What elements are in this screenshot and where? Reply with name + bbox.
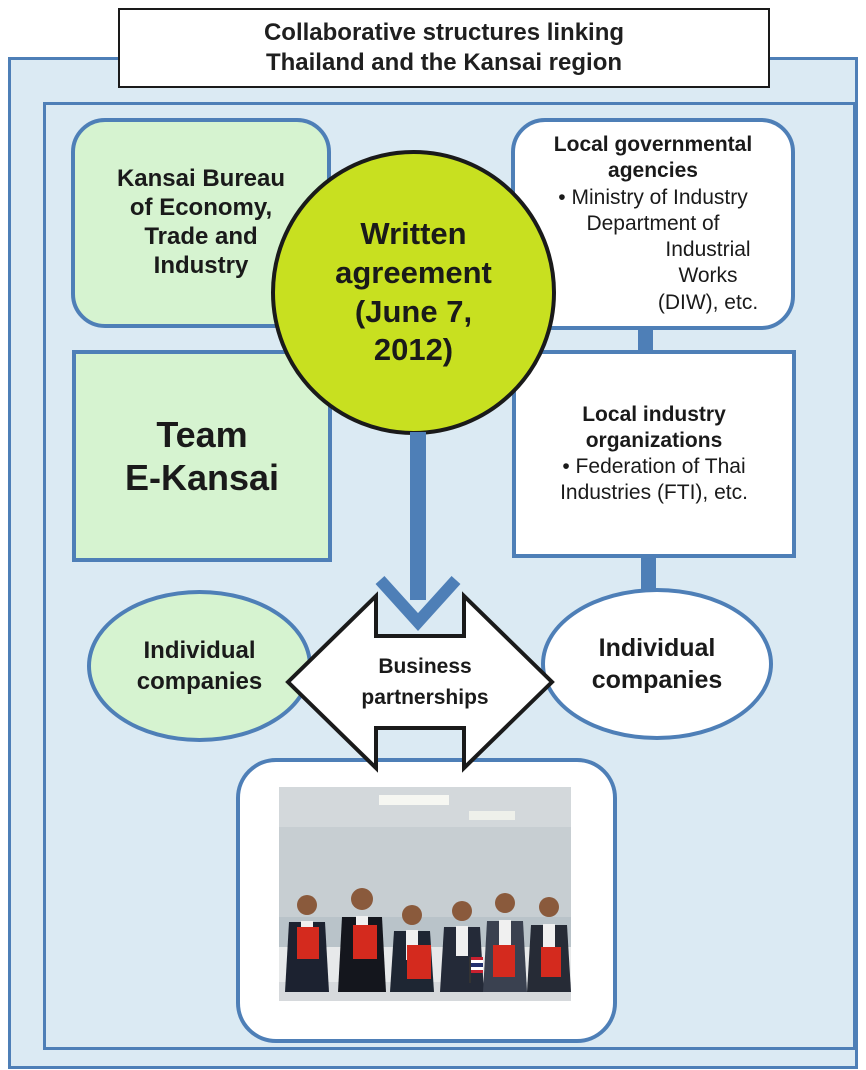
individual-companies-left: Individual companies [87,590,312,742]
agreement-line-3: (June 7, [354,293,473,329]
business-partnerships-label: Business partnerships [330,640,520,724]
connector-industry-to-companies [641,556,656,592]
gov-agencies-body-1: • Ministry of Industry [558,185,748,209]
title-line-2: Thailand and the Kansai region [265,49,623,76]
gov-agencies-body-4: (DIW), etc. [657,290,759,314]
kansai-bureau-line-2: of Economy, [129,194,273,222]
team-e-kansai-box: Team E-Kansai [72,350,332,562]
gov-agencies-body-3: Industrial Works [665,238,751,288]
partnership-line-1: Business [378,654,472,678]
red-agreement-folders [297,925,561,979]
gov-agencies-box: Local governmental agencies • Ministry o… [511,118,795,330]
left-companies-line-1: Individual [143,636,256,664]
industry-orgs-heading-1: Local industry [582,402,726,426]
gov-agencies-body-2: Department of [586,211,720,235]
right-companies-line-1: Individual [598,633,716,662]
kansai-bureau-line-3: Trade and [144,223,258,250]
table-flag [469,957,483,983]
inner-panel [43,102,856,1050]
industry-orgs-body-2: Industries (FTI), etc. [560,481,748,505]
right-companies-line-2: companies [591,666,723,694]
left-companies-line-2: companies [136,668,263,695]
agreement-line-4: 2012) [373,332,454,368]
connector-gov-to-industry [638,328,653,352]
gov-agencies-heading-2: agencies [608,159,698,183]
individual-companies-right: Individual companies [541,588,773,740]
team-line-1: Team [156,413,248,455]
team-line-2: E-Kansai [124,457,280,498]
partnership-line-2: partnerships [361,686,489,709]
kansai-bureau-line-4: Industry [153,251,249,279]
industry-orgs-box: Local industry organizations • Federatio… [512,350,796,558]
gov-agencies-heading-1: Local governmental [553,133,753,157]
agreement-circle: Written agreement (June 7, 2012) [271,150,556,435]
signing-ceremony-photo [279,787,571,1001]
industry-orgs-body-1: • Federation of Thai [562,455,746,478]
diagram-title: Collaborative structures linking Thailan… [118,8,770,88]
title-line-1: Collaborative structures linking [263,19,625,46]
agreement-line-2: agreement [335,254,492,290]
industry-orgs-heading-2: organizations [585,428,723,452]
kansai-bureau-line-1: Kansai Bureau [116,165,286,193]
agreement-line-1: Written [360,216,467,251]
